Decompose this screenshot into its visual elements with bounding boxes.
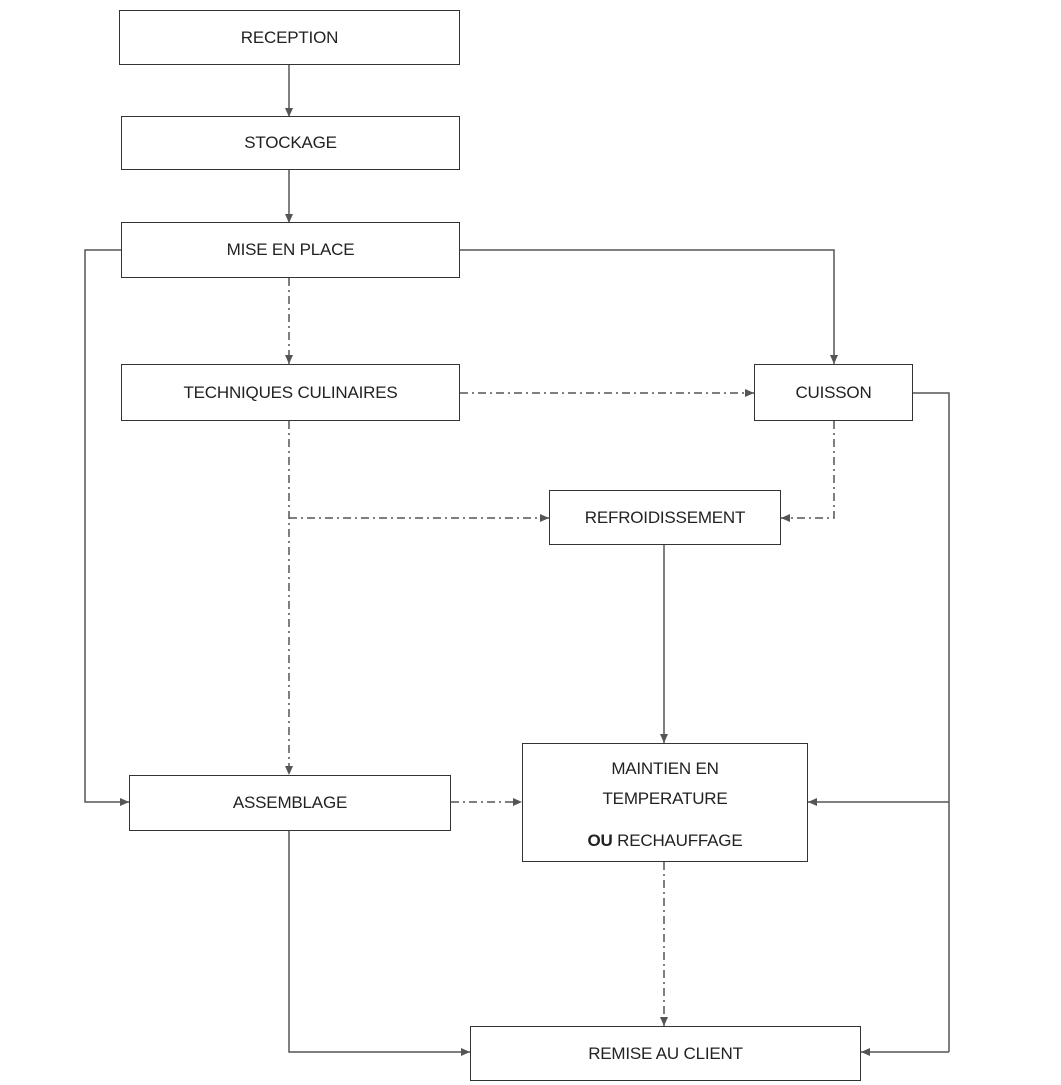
node-maintien-line3-wrapper: OU RECHAUFFAGE — [588, 826, 743, 856]
node-remise-au-client-label: REMISE AU CLIENT — [588, 1043, 743, 1063]
node-reception[interactable]: RECEPTION — [119, 10, 460, 65]
node-cuisson-label: CUISSON — [795, 382, 872, 402]
node-cuisson[interactable]: CUISSON — [754, 364, 913, 421]
edge-assemblage-remise — [288, 831, 470, 1056]
node-techniques-culinaires[interactable]: TECHNIQUES CULINAIRES — [121, 364, 460, 421]
node-remise-au-client[interactable]: REMISE AU CLIENT — [470, 1026, 861, 1081]
node-stockage[interactable]: STOCKAGE — [121, 116, 460, 170]
edge-mise-en-place-assemblage — [84, 249, 129, 806]
node-assemblage[interactable]: ASSEMBLAGE — [129, 775, 451, 831]
node-maintien-line2: TEMPERATURE — [602, 789, 728, 808]
node-maintien-ou: OU — [587, 831, 613, 850]
node-mise-en-place-label: MISE EN PLACE — [226, 240, 355, 259]
node-techniques-culinaires-label: TECHNIQUES CULINAIRES — [183, 382, 398, 402]
node-mise-en-place[interactable]: MISE EN PLACE — [121, 222, 460, 278]
node-reception-label: RECEPTION — [240, 27, 339, 47]
node-maintien-line1: MAINTIEN EN — [611, 759, 719, 778]
edge-cuisson-right-trunk — [913, 392, 950, 1052]
edge-cuisson-refroidissement — [781, 421, 835, 522]
node-maintien-en-temperature[interactable]: MAINTIEN EN TEMPERATURE OU RECHAUFFAGE — [522, 743, 808, 862]
node-stockage-label: STOCKAGE — [244, 133, 337, 152]
node-maintien-line3: RECHAUFFAGE — [617, 831, 743, 850]
node-assemblage-label: ASSEMBLAGE — [232, 793, 348, 812]
edge-mise-en-place-cuisson — [459, 249, 838, 364]
node-refroidissement[interactable]: REFROIDISSEMENT — [549, 490, 781, 545]
node-refroidissement-label: REFROIDISSEMENT — [584, 507, 746, 527]
